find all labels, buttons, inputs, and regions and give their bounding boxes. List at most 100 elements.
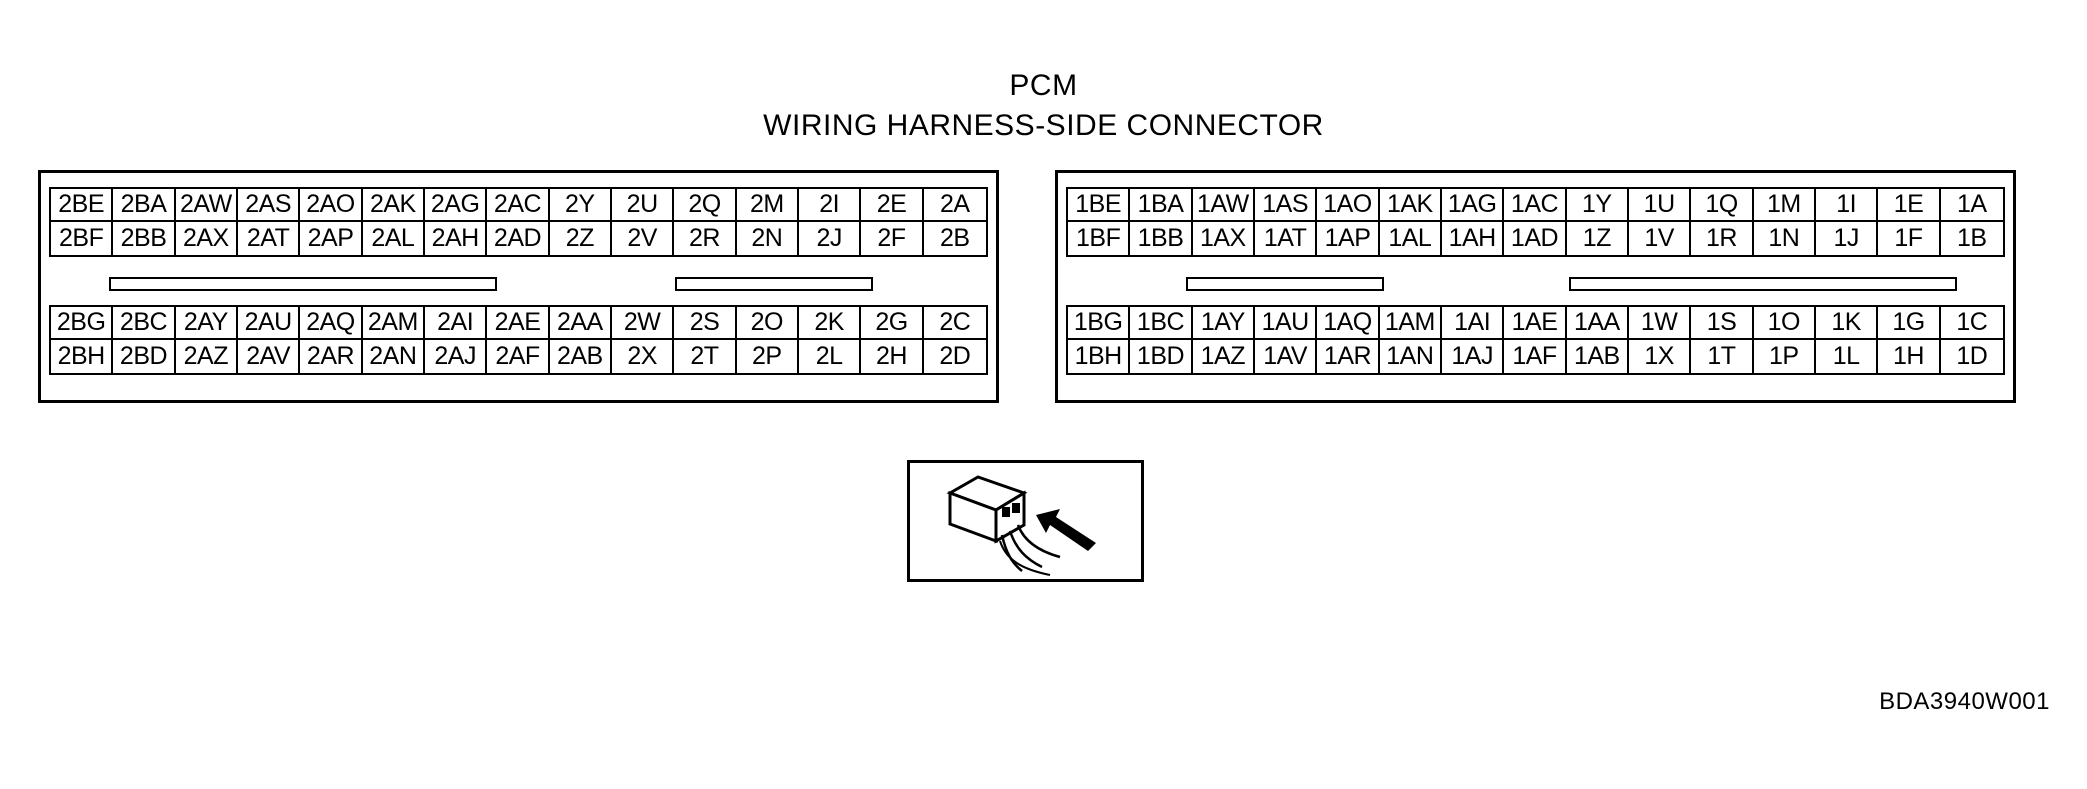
figure-code: BDA3940W001 [1879, 688, 2050, 715]
pin-1bd: 1BD [1130, 340, 1193, 373]
pin-2ar: 2AR [300, 340, 363, 373]
pin-2av: 2AV [238, 340, 301, 373]
pin-1n: 1N [1754, 222, 1816, 255]
pin-2ah: 2AH [425, 222, 488, 255]
pin-2ap: 2AP [300, 222, 363, 255]
latch-slot [675, 277, 873, 291]
pin-1e: 1E [1878, 189, 1941, 222]
pin-1f: 1F [1878, 222, 1941, 255]
pin-1az: 1AZ [1193, 340, 1255, 373]
pin-2d: 2D [939, 342, 971, 370]
pin-2s: 2S [674, 307, 737, 340]
pin-2aw: 2AW [175, 189, 238, 222]
pin-1c: 1C [1940, 307, 2003, 340]
pin-2al: 2AL [363, 222, 425, 255]
pin-2r: 2R [674, 222, 737, 255]
pin-1al: 1AL [1380, 222, 1442, 255]
pin-1r: 1R [1691, 222, 1754, 255]
pin-2j: 2J [799, 222, 862, 255]
pin-2an: 2AN [363, 340, 425, 373]
pin-1ao: 1AO [1317, 189, 1380, 222]
pin-1h: 1H [1878, 340, 1941, 373]
pin-2p: 2P [737, 340, 799, 373]
pin-1aa: 1AA [1566, 307, 1629, 340]
latch-slot [1569, 277, 1957, 291]
pin-1ai: 1AI [1441, 307, 1505, 340]
pin-2ax: 2AX [176, 222, 238, 255]
pin-2f: 2F [861, 222, 924, 255]
pin-2as: 2AS [237, 189, 301, 222]
pin-1a: 1A [1940, 189, 2003, 222]
pin-1p: 1P [1754, 340, 1816, 373]
pin-1x: 1X [1629, 340, 1692, 373]
pin-1at: 1AT [1255, 222, 1318, 255]
pin-1aj: 1AJ [1442, 340, 1505, 373]
pin-2e: 2E [861, 189, 924, 222]
pin-1y: 1Y [1566, 189, 1629, 222]
pin-1s: 1S [1691, 307, 1754, 340]
pin-1l: 1L [1816, 340, 1879, 373]
pin-2b: 2B [940, 224, 970, 252]
pin-1be: 1BE [1068, 189, 1131, 222]
pin-2bh: 2BH [51, 340, 114, 373]
pin-2v: 2V [612, 222, 675, 255]
pin-2ai: 2AI [424, 307, 488, 340]
pin-2n: 2N [737, 222, 799, 255]
pin-2q: 2Q [674, 189, 737, 222]
pin-1u: 1U [1628, 189, 1692, 222]
pin-2c: 2C [923, 307, 986, 340]
pin-1as: 1AS [1254, 189, 1318, 222]
latch-slot [1186, 277, 1384, 291]
pin-1bh: 1BH [1068, 340, 1131, 373]
connector-view-arrow-icon [946, 475, 1096, 576]
pin-2af: 2AF [487, 340, 550, 373]
pin-2bc: 2BC [113, 307, 176, 340]
pin-1ba: 1BA [1130, 189, 1193, 222]
pin-2z: 2Z [550, 222, 612, 255]
pin-2l: 2L [799, 340, 862, 373]
connector-view-icon-box [907, 460, 1144, 582]
pin-2ay: 2AY [175, 307, 238, 340]
pin-1ad: 1AD [1504, 222, 1567, 255]
pin-1t: 1T [1691, 340, 1754, 373]
pin-1bb: 1BB [1130, 222, 1193, 255]
pin-2bf: 2BF [51, 222, 114, 255]
pin-2bd: 2BD [113, 340, 176, 373]
pin-2o: 2O [736, 307, 799, 340]
pin-1ap: 1AP [1317, 222, 1380, 255]
pin-1ar: 1AR [1317, 340, 1380, 373]
pin-1ak: 1AK [1379, 189, 1442, 222]
pin-2x: 2X [612, 340, 675, 373]
pin-1ae: 1AE [1504, 307, 1567, 340]
pin-2aq: 2AQ [300, 307, 363, 340]
pin-2h: 2H [861, 340, 924, 373]
pin-1j: 1J [1816, 222, 1879, 255]
pin-1bc: 1BC [1130, 307, 1193, 340]
pin-2ab: 2AB [550, 340, 612, 373]
pin-1aw: 1AW [1192, 189, 1255, 222]
pin-1v: 1V [1629, 222, 1692, 255]
pin-1k: 1K [1815, 307, 1879, 340]
pin-1z: 1Z [1567, 222, 1629, 255]
pin-1ac: 1AC [1504, 189, 1567, 222]
pin-2y: 2Y [549, 189, 612, 222]
pin-2bb: 2BB [113, 222, 176, 255]
pin-2g: 2G [861, 307, 924, 340]
pin-2t: 2T [674, 340, 737, 373]
pin-1o: 1O [1753, 307, 1816, 340]
pin-1av: 1AV [1255, 340, 1318, 373]
pin-1w: 1W [1628, 307, 1692, 340]
pin-1bf: 1BF [1068, 222, 1131, 255]
pin-1m: 1M [1753, 189, 1816, 222]
diagram-title: PCM [1009, 69, 1078, 102]
pin-1g: 1G [1878, 307, 1941, 340]
pin-1af: 1AF [1504, 340, 1567, 373]
pin-1i: 1I [1815, 189, 1879, 222]
pin-1ab: 1AB [1567, 340, 1629, 373]
pin-2be: 2BE [51, 189, 114, 222]
pin-2i: 2I [798, 189, 862, 222]
pin-1ay: 1AY [1192, 307, 1255, 340]
